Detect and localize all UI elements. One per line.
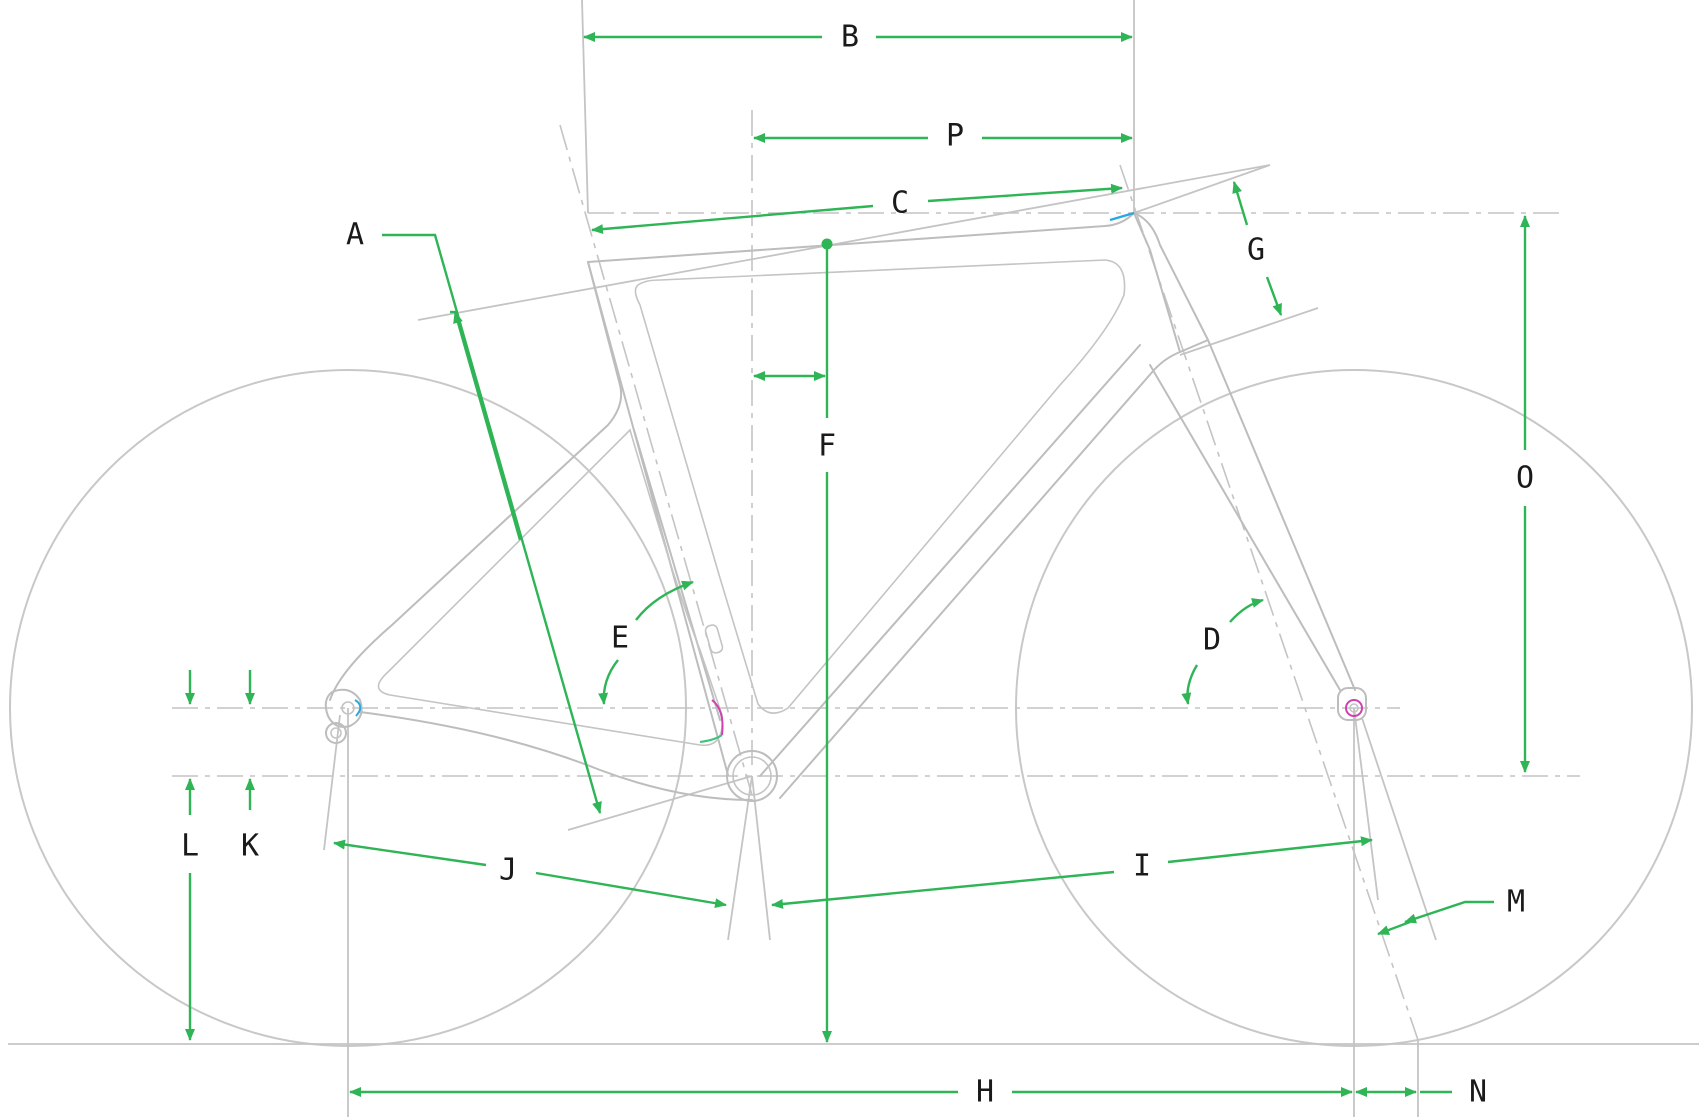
label-m: M — [1507, 885, 1525, 920]
label-j: J — [499, 853, 517, 888]
dimension-d: D — [1181, 598, 1264, 705]
bb-drop-line-left — [727, 775, 753, 941]
label-e: E — [611, 621, 629, 656]
dimension-g: G — [1232, 181, 1283, 316]
stack-reach-vertical-left — [581, 0, 589, 214]
bike-frame — [324, 211, 1367, 802]
label-l: L — [181, 829, 199, 864]
label-k: K — [241, 829, 259, 864]
bb-drop-line-right — [751, 775, 771, 941]
label-p: P — [946, 119, 964, 154]
label-f: F — [818, 429, 836, 464]
dimension-h: H — [349, 1075, 1353, 1110]
dimension-j: J — [333, 839, 727, 909]
steering-axis-line — [1119, 164, 1419, 1041]
label-g: G — [1247, 233, 1265, 268]
fork-leg-extension — [1361, 717, 1437, 941]
seat-tube-centerline — [559, 124, 753, 796]
label-a: A — [346, 218, 364, 253]
label-d: D — [1203, 623, 1221, 658]
label-c: C — [891, 186, 909, 221]
top-tube-extension — [417, 164, 1271, 321]
fork-extension-line — [1353, 707, 1379, 901]
dimension-b: B — [583, 20, 1133, 55]
label-o: O — [1516, 461, 1534, 496]
label-h: H — [976, 1075, 994, 1110]
dimension-a: A — [346, 218, 602, 814]
dimension-e: E — [598, 580, 694, 705]
label-n: N — [1469, 1075, 1487, 1110]
dimension-n: N — [1355, 1075, 1487, 1110]
headtube-perpendicular-bottom — [1179, 307, 1319, 356]
dimension-f: F — [753, 238, 836, 1043]
label-b: B — [841, 20, 859, 55]
dimension-k: K — [241, 670, 259, 864]
headtube-perpendicular-top — [1133, 164, 1271, 214]
dimension-o: O — [1516, 215, 1534, 773]
dimension-m: M — [1377, 885, 1525, 936]
dimension-p: P — [753, 119, 1133, 154]
chainstay-extension — [567, 775, 753, 831]
dimension-c: C — [591, 183, 1123, 235]
dimension-l: L — [181, 670, 199, 1041]
label-i: I — [1133, 849, 1151, 884]
dimension-i: I — [771, 836, 1373, 909]
